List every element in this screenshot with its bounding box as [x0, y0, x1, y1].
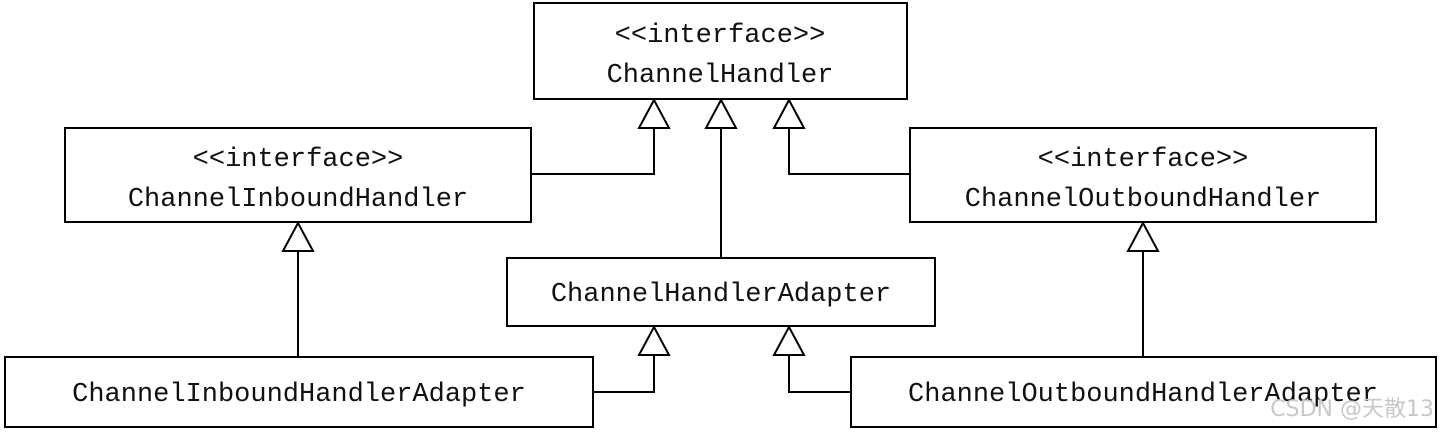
- channel-outbound-handler-box: [909, 127, 1377, 223]
- channel-outbound-handler-stereotype: <<interface>>: [1038, 145, 1249, 175]
- outbound-to-handler-arrowhead: [772, 97, 806, 129]
- inbound-adapter-to-adapter-line: [593, 355, 655, 393]
- inbound-adapter-to-adapter-arrowhead: [637, 324, 671, 356]
- channel-inbound-handler-adapter-box: [4, 356, 594, 428]
- outbound-adapter-to-adapter-arrowhead: [772, 324, 806, 356]
- outbound-adapter-to-outbound-arrowhead: [1126, 220, 1160, 252]
- channel-inbound-handler-stereotype: <<interface>>: [193, 145, 404, 175]
- channel-handler-box: [533, 2, 908, 100]
- adapter-to-handler-arrowhead: [704, 97, 738, 129]
- channel-handler-stereotype: <<interface>>: [615, 21, 826, 51]
- channel-outbound-handler-name: ChannelOutboundHandler: [965, 185, 1321, 215]
- channel-inbound-handler-adapter-name: ChannelInboundHandlerAdapter: [72, 380, 526, 410]
- channel-handler-adapter-name: ChannelHandlerAdapter: [551, 280, 891, 310]
- inbound-to-handler-arrowhead: [637, 97, 671, 129]
- inbound-adapter-to-inbound-arrowhead: [281, 220, 315, 252]
- channel-handler-name: ChannelHandler: [607, 61, 834, 91]
- inbound-to-handler-line: [531, 128, 655, 175]
- outbound-adapter-to-adapter-line: [788, 355, 851, 393]
- channel-handler-adapter-box: [506, 257, 936, 327]
- channel-outbound-handler-adapter-name: ChannelOutboundHandlerAdapter: [908, 380, 1378, 410]
- channel-inbound-handler-box: [64, 127, 532, 223]
- outbound-to-handler-line: [788, 128, 910, 175]
- channel-inbound-handler-name: ChannelInboundHandler: [128, 185, 468, 215]
- watermark-text: CSDN @天散13: [1270, 397, 1434, 422]
